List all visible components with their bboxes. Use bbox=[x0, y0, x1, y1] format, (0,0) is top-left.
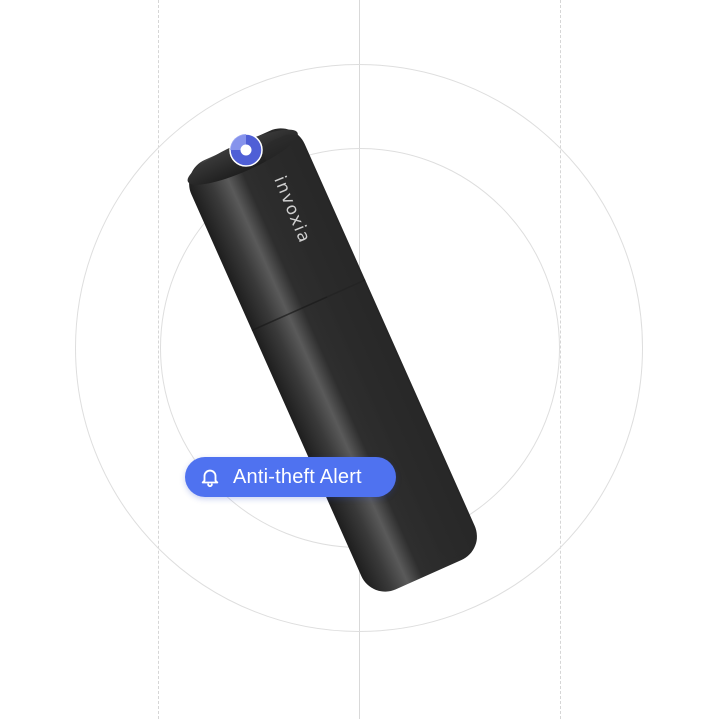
location-pulse-icon bbox=[229, 133, 263, 167]
alert-label: Anti-theft Alert bbox=[233, 465, 362, 488]
bell-icon bbox=[199, 466, 221, 488]
anti-theft-alert-badge[interactable]: Anti-theft Alert bbox=[185, 457, 396, 497]
outer-ring bbox=[75, 64, 643, 632]
